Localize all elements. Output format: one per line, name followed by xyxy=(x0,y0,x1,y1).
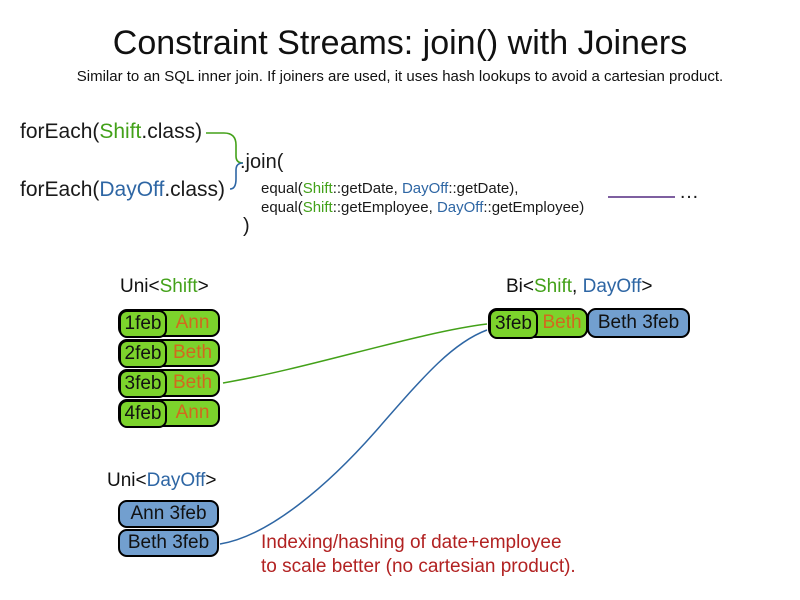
code-foreach-shift: forEach(Shift.class) xyxy=(20,120,202,144)
code-join-close: ) xyxy=(243,215,250,237)
code-text: ::getDate, xyxy=(332,180,402,197)
code-text: .class) xyxy=(164,178,226,201)
dayoff-class-name: DayOff xyxy=(436,199,484,216)
shift-employee-cell: Beth xyxy=(172,372,213,393)
code-text: forEach( xyxy=(20,178,100,201)
label-text: Bi< xyxy=(506,276,534,297)
shift-employee-cell: Ann xyxy=(175,312,210,333)
shift-date-cell: 2feb xyxy=(119,340,167,368)
join-line-dayoff xyxy=(219,329,488,545)
label-text: > xyxy=(197,276,209,297)
code-foreach-dayoff: forEach(DayOff.class) xyxy=(20,178,225,202)
uni-shift-label: Uni<Shift> xyxy=(120,276,209,298)
code-join-open: .join( xyxy=(240,151,284,173)
code-text: ::getEmployee) xyxy=(483,199,585,216)
shift-row: 2feb Beth xyxy=(118,339,220,368)
code-text: equal( xyxy=(261,180,303,197)
indexing-note-line2: to scale better (no cartesian product). xyxy=(261,556,576,577)
label-text: Uni< xyxy=(107,470,147,491)
dayoff-class-name: DayOff xyxy=(401,180,449,197)
shift-class-name: Shift xyxy=(159,276,198,297)
joiner-ellipsis: … xyxy=(679,181,700,203)
bi-result-label: Bi<Shift, DayOff> xyxy=(506,276,652,298)
dayoff-class-name: DayOff xyxy=(146,470,206,491)
shift-row: 3feb Beth xyxy=(118,369,220,398)
label-text: Uni< xyxy=(120,276,160,297)
page-title: Constraint Streams: join() with Joiners xyxy=(112,24,688,62)
joiner-continuation-line xyxy=(608,196,675,198)
code-joiner-date: equal(Shift::getDate, DayOff::getDate), xyxy=(261,180,518,197)
brace-shift-curve xyxy=(206,132,244,164)
shift-date-cell: 1feb xyxy=(119,310,167,338)
label-text: , xyxy=(572,276,583,297)
shift-class-name: Shift xyxy=(302,199,333,216)
bi-result-row: 3feb Beth Beth 3feb xyxy=(488,308,690,339)
indexing-note: Indexing/hashing of date+employee to sca… xyxy=(261,531,576,579)
page-subtitle: Similar to an SQL inner join. If joiners… xyxy=(76,68,724,85)
shift-employee-cell: Beth xyxy=(542,312,582,333)
code-text: equal( xyxy=(261,199,303,216)
code-text: .class) xyxy=(141,120,203,143)
code-text: forEach( xyxy=(20,120,100,143)
shift-employee-cell: Ann xyxy=(175,402,210,423)
shift-row: 1feb Ann xyxy=(118,309,220,338)
code-joiner-employee: equal(Shift::getEmployee, DayOff::getEmp… xyxy=(261,199,584,216)
join-line-shift xyxy=(222,323,488,384)
shift-row: 4feb Ann xyxy=(118,399,220,428)
dayoff-class-name: DayOff xyxy=(582,276,642,297)
code-text: ::getEmployee, xyxy=(332,199,437,216)
bi-dayoff-part: Beth 3feb xyxy=(587,308,690,338)
dayoff-class-name: DayOff xyxy=(99,178,165,201)
shift-class-name: Shift xyxy=(99,120,142,143)
shift-employee-cell: Beth xyxy=(172,342,213,363)
shift-date-cell: 4feb xyxy=(119,400,167,428)
label-text: > xyxy=(641,276,653,297)
dayoff-row: Beth 3feb xyxy=(118,529,219,557)
indexing-note-line1: Indexing/hashing of date+employee xyxy=(261,532,562,553)
code-text: ::getDate), xyxy=(448,180,519,197)
shift-class-name: Shift xyxy=(302,180,333,197)
shift-class-name: Shift xyxy=(534,276,573,297)
label-text: > xyxy=(205,470,217,491)
uni-dayoff-label: Uni<DayOff> xyxy=(107,470,217,492)
dayoff-row: Ann 3feb xyxy=(118,500,219,528)
bi-shift-part: 3feb Beth xyxy=(488,308,588,339)
shift-date-cell: 3feb xyxy=(119,370,167,398)
shift-date-cell: 3feb xyxy=(489,309,538,339)
